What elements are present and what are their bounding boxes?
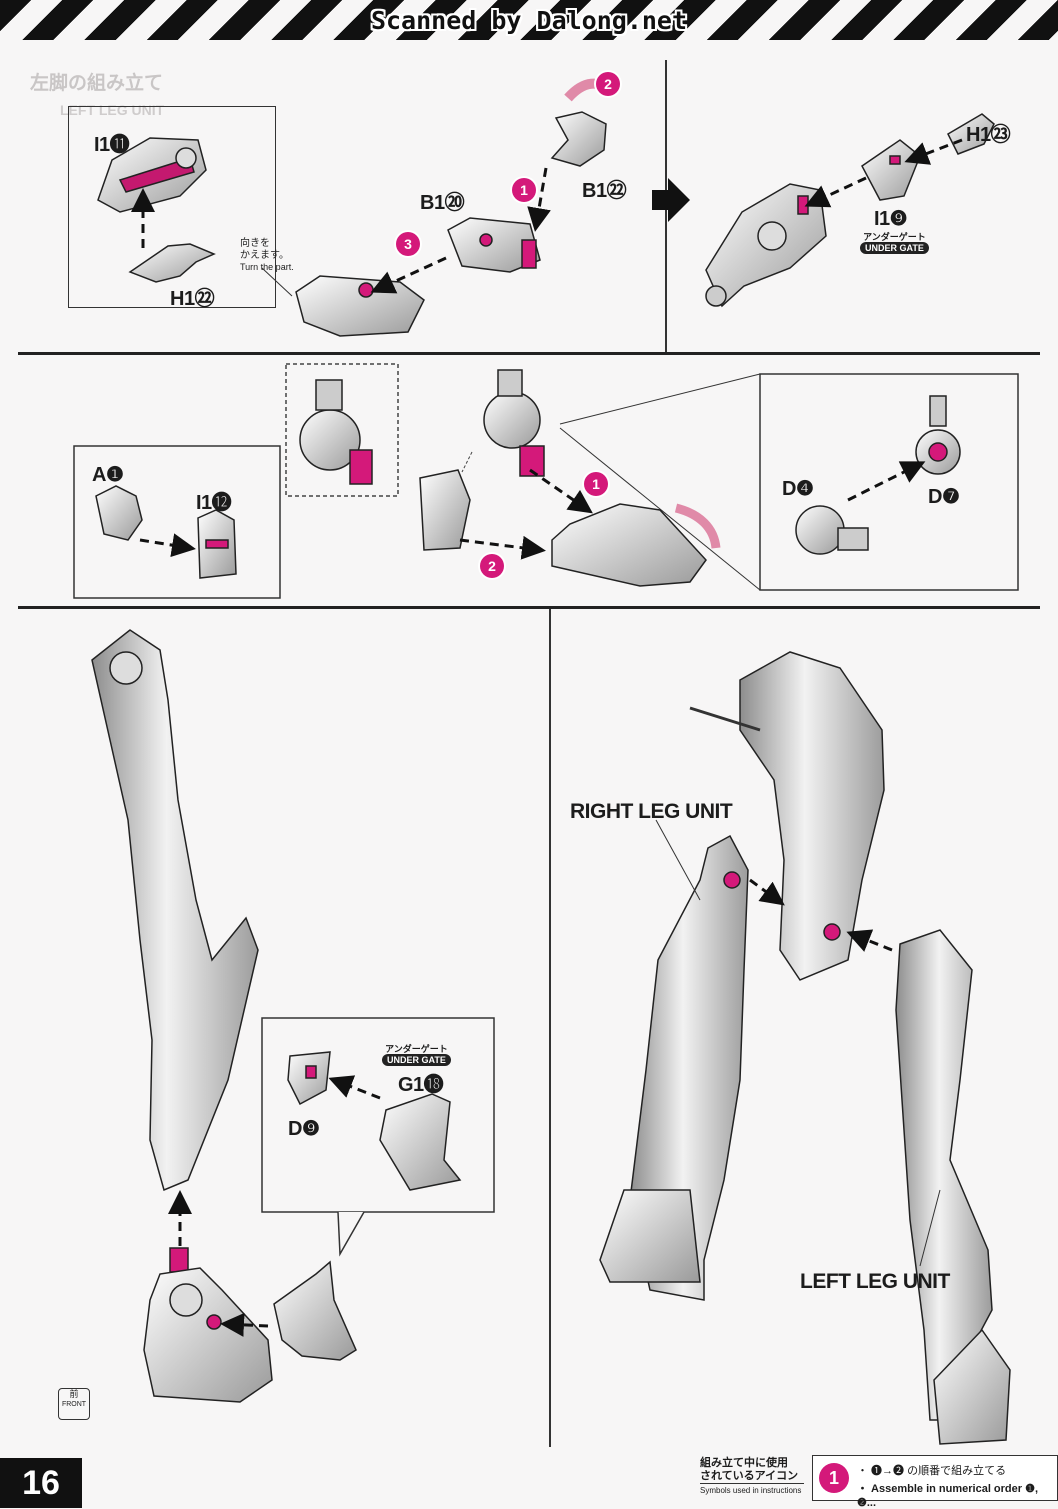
label-d4: D❹ <box>782 478 814 500</box>
faint-heading-jp: 左脚の組み立て <box>30 73 164 94</box>
part-knee-guard <box>273 1260 357 1361</box>
under-gate-badge-2: アンダーゲート UNDER GATE <box>382 1044 451 1066</box>
label-i1-11: I1⓫ <box>94 134 130 156</box>
part-h1-22 <box>128 243 216 283</box>
part-lower-leg-joint <box>419 469 471 551</box>
step-marker-1: 1 <box>512 178 536 202</box>
hazard-stripe-header <box>0 0 1058 40</box>
part-i1-9 <box>861 139 921 201</box>
detail-box-d9-g1 <box>261 1017 495 1213</box>
part-d4 <box>795 505 845 555</box>
label-d7: D❼ <box>928 486 960 508</box>
step-marker-3: 3 <box>396 232 420 256</box>
label-left-leg-unit: LEFT LEG UNIT <box>800 1270 950 1293</box>
label-b1-22: B1㉒ <box>582 180 627 202</box>
turn-note-jp2: かえます。 <box>240 250 289 261</box>
label-a1: A❶ <box>92 464 124 486</box>
part-leg-assembly-left <box>91 629 259 1192</box>
part-right-leg-unit <box>599 834 749 1301</box>
scan-credit: Scanned by Dalong.net <box>370 6 688 35</box>
label-i1-9: I1❾ <box>874 208 908 230</box>
part-waist-assembly <box>689 651 885 981</box>
part-b1-20 <box>447 217 541 273</box>
turn-note-jp1: 向きを <box>240 238 270 249</box>
legend-step-icon: 1 <box>819 1463 849 1493</box>
part-a1 <box>95 485 143 541</box>
part-foot-assembly-left <box>143 1247 273 1403</box>
label-right-leg-unit: RIGHT LEG UNIT <box>570 800 733 823</box>
detail-box-i1-h1 <box>68 106 276 308</box>
label-g1-18: G1⓲ <box>398 1074 444 1096</box>
label-d9: D❾ <box>288 1118 320 1140</box>
part-b1-22 <box>550 111 607 167</box>
detail-box-a1-i1 <box>73 445 281 599</box>
part-h1-23 <box>947 113 995 155</box>
legend-line-en: ・ Assemble in numerical order ❶, ❷... <box>857 1483 1039 1509</box>
part-assembled-lower <box>295 275 425 337</box>
part-assembled-upper <box>705 183 827 308</box>
part-i1-11 <box>97 137 207 213</box>
front-icon: 前 FRONT <box>58 1388 90 1420</box>
turn-note-en: Turn the part. <box>240 262 294 272</box>
part-left-leg-unit <box>895 929 1011 1445</box>
divider-2 <box>18 606 1040 609</box>
label-i1-12: I1⓬ <box>196 492 232 514</box>
part-knee-joint <box>483 391 541 449</box>
next-arrow <box>652 178 690 222</box>
label-h1-22: H1㉒ <box>170 288 215 310</box>
detail-box-d4-d7 <box>759 373 1019 591</box>
divider-1 <box>18 352 1040 355</box>
legend-line-jp: ・ ❶→❷ の順番で組み立てる <box>857 1465 1007 1477</box>
legend-box: 1 ・ ❶→❷ の順番で組み立てる ・ Assemble in numerica… <box>812 1455 1058 1509</box>
under-gate-badge-1: アンダーゲート UNDER GATE <box>860 232 929 254</box>
part-g1-18 <box>379 1093 462 1191</box>
step-marker-1b: 1 <box>584 472 608 496</box>
detail-box-knee-joint <box>285 363 399 497</box>
legend-title: 組み立て中に使用 されているアイコン Symbols used in instr… <box>700 1457 804 1497</box>
label-h1-23: H1㉓ <box>966 124 1011 146</box>
step-marker-2: 2 <box>596 72 620 96</box>
step-marker-2b: 2 <box>480 554 504 578</box>
label-b1-20: B1⑳ <box>420 192 465 214</box>
page-number: 16 <box>0 1458 82 1508</box>
part-foot <box>551 503 707 587</box>
divider-vertical-bottom <box>549 609 551 1447</box>
